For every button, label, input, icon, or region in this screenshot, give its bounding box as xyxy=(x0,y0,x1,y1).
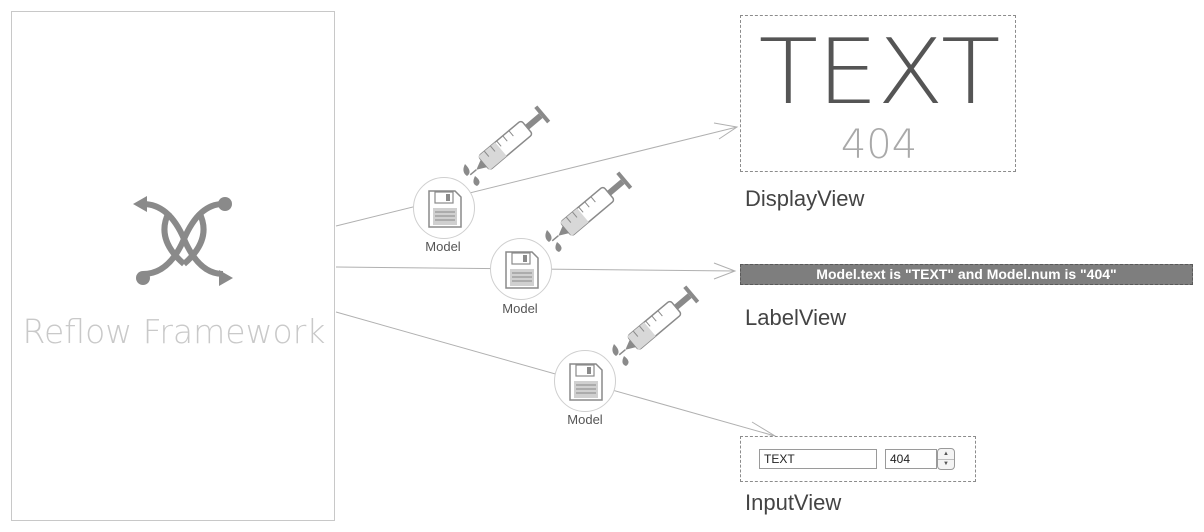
shuffle-arrows-icon xyxy=(133,196,233,286)
display-view-text: TEXT xyxy=(758,20,1001,125)
floppy-disk-icon xyxy=(428,190,462,228)
syringe-icon xyxy=(612,285,700,366)
input-view: TEXT 404 ▲ ▼ xyxy=(740,436,976,482)
number-stepper[interactable]: ▲ ▼ xyxy=(937,448,955,470)
display-view-caption: DisplayView xyxy=(745,186,865,211)
model-badge xyxy=(490,238,552,300)
input-view-caption: InputView xyxy=(745,490,842,515)
number-input[interactable]: 404 xyxy=(885,449,937,469)
display-view-num: 404 xyxy=(840,122,918,168)
label-view-caption: LabelView xyxy=(745,305,847,330)
text-input[interactable]: TEXT xyxy=(759,449,877,469)
display-view: TEXT 404 xyxy=(740,15,1016,172)
arrow-to-displayview xyxy=(335,126,738,227)
floppy-disk-icon xyxy=(505,251,539,289)
framework-panel: Reflow Framework xyxy=(11,11,335,521)
floppy-disk-icon xyxy=(569,363,603,401)
syringe-icon xyxy=(463,105,551,186)
framework-title: Reflow Framework xyxy=(22,312,326,351)
syringe-icon xyxy=(545,171,633,252)
stepper-down-icon[interactable]: ▼ xyxy=(943,461,949,467)
model-label: Model xyxy=(567,412,603,427)
model-badge xyxy=(413,177,475,239)
model-label: Model xyxy=(425,239,461,254)
model-label: Model xyxy=(502,301,538,316)
stepper-up-icon[interactable]: ▲ xyxy=(938,449,954,460)
model-badge xyxy=(554,350,616,412)
label-view: Model.text is "TEXT" and Model.num is "4… xyxy=(740,264,1193,285)
